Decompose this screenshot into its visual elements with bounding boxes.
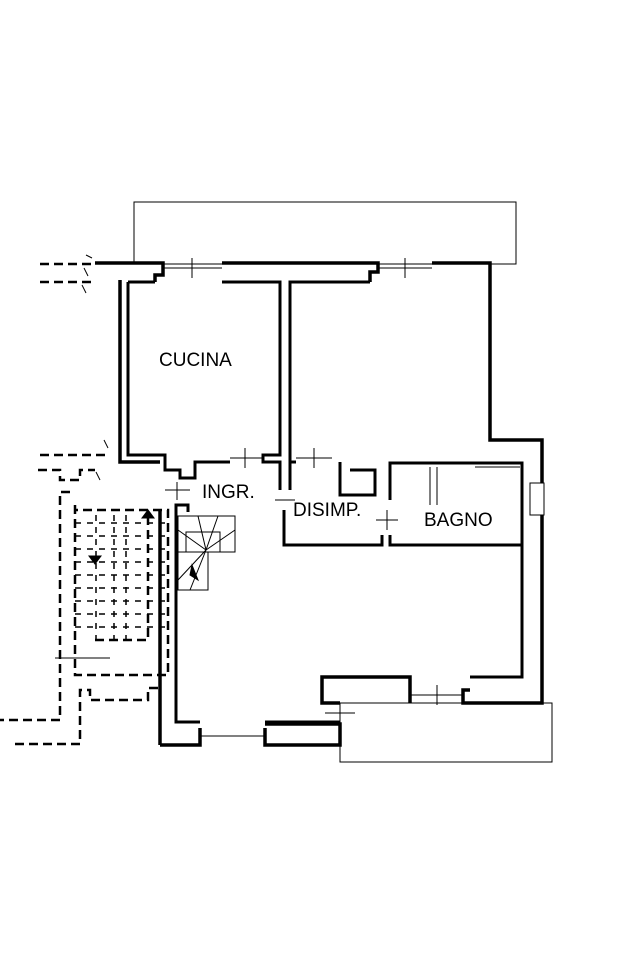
staircase <box>177 515 236 591</box>
room-label-entrance: INGR. <box>202 482 255 503</box>
room-label-kitchen: CUCINA <box>159 350 232 371</box>
top-balcony <box>133 201 517 265</box>
arrow-up-icon <box>141 509 155 519</box>
room-label-bathroom: BAGNO <box>424 510 493 531</box>
room-label-hallway: DISIMP. <box>293 500 362 521</box>
openings <box>163 258 545 737</box>
arrow-down-icon <box>88 555 102 565</box>
dashed-grid <box>75 515 168 640</box>
dashed-outline <box>0 262 170 746</box>
bottom-balcony <box>339 702 553 763</box>
inner-walls <box>126 280 524 724</box>
